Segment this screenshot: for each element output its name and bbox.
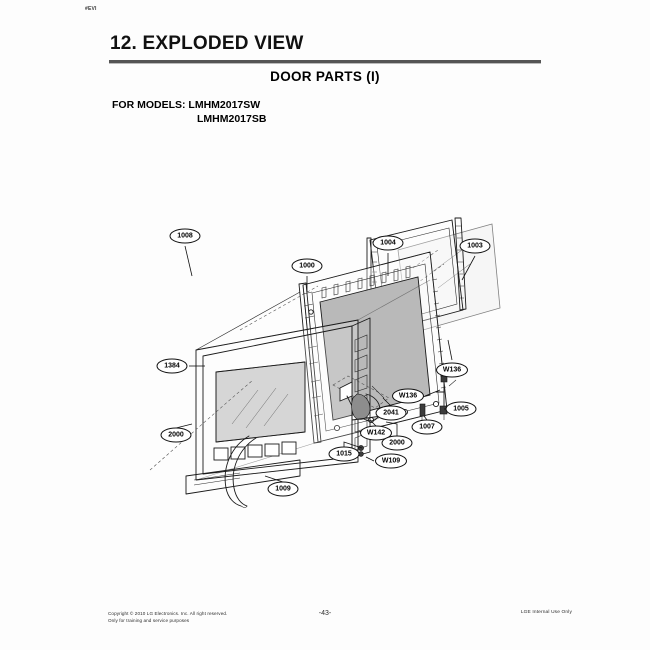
title-underline: [109, 60, 541, 64]
callout-1003[interactable]: 1003: [459, 238, 491, 254]
internal-use-notice: LGE Internal Use Only: [520, 610, 572, 615]
copyright-notice: Copyright © 2010 LG Electronics. Inc. Al…: [108, 610, 227, 624]
callout-1015[interactable]: 1015: [328, 446, 360, 462]
callout-1384[interactable]: 1384: [156, 358, 188, 374]
exploded-view-diagram: 1008 1000 1004 1003 1384: [0, 180, 650, 520]
subtitle: DOOR PARTS (I): [270, 69, 380, 84]
callout-bubbles: 1008 1000 1004 1003 1384: [156, 228, 491, 497]
callout-w142[interactable]: W142: [360, 425, 392, 441]
outer-door-panel: [185, 279, 431, 495]
model-list-label: FOR MODELS:: [112, 99, 186, 111]
callout-label: 1004: [380, 240, 396, 247]
corner-mark: #EVI: [85, 6, 97, 12]
callout-label: W109: [382, 458, 400, 465]
callout-1005[interactable]: 1005: [445, 401, 477, 417]
callout-w109[interactable]: W109: [375, 453, 407, 469]
callout-1009[interactable]: 1009: [267, 481, 299, 497]
callout-label: 1000: [299, 263, 315, 270]
callout-label: 1015: [336, 451, 352, 458]
wire-harness-parts: [419, 375, 457, 422]
door-seal-gasket: [224, 435, 257, 508]
model-number-1: LMHM2017SW: [188, 99, 261, 111]
callout-label: W142: [367, 430, 385, 437]
callout-label: 1009: [275, 486, 291, 493]
callout-label: W136: [443, 367, 461, 374]
page-title: 12. EXPLODED VIEW: [110, 33, 304, 54]
callout-2000-lower[interactable]: 2000: [381, 435, 413, 451]
callout-w136-upper[interactable]: W136: [436, 362, 468, 378]
copyright-line-2: Only for training and service purposes: [108, 618, 190, 623]
callout-label: 2000: [168, 432, 184, 439]
page-footer: Copyright © 2010 LG Electronics. Inc. Al…: [0, 610, 650, 640]
model-number-2: LMHM2017SB: [197, 113, 267, 125]
callout-1008[interactable]: 1008: [169, 228, 201, 244]
callout-label: 1384: [164, 363, 180, 370]
callout-label: 1005: [453, 406, 469, 413]
callout-2000-left[interactable]: 2000: [160, 427, 192, 443]
callout-label: 1003: [467, 243, 483, 250]
callout-label: 1008: [177, 233, 193, 240]
callout-label: 2041: [383, 410, 399, 417]
callout-label: 1007: [419, 424, 435, 431]
copyright-line-1: Copyright © 2010 LG Electronics. Inc. Al…: [108, 611, 228, 616]
latch-hook-assembly: [332, 375, 390, 422]
model-list: FOR MODELS: LMHM2017SW LMHM2017SB: [112, 98, 266, 126]
callout-1007[interactable]: 1007: [411, 419, 443, 435]
callout-label: W136: [399, 393, 417, 400]
callout-w136-lower[interactable]: W136: [392, 388, 424, 404]
callout-1004[interactable]: 1004: [372, 235, 404, 251]
callout-2041[interactable]: 2041: [375, 405, 407, 421]
callout-1000-top[interactable]: 1000: [291, 258, 323, 274]
callout-label: 2000: [389, 440, 405, 447]
page-number: -43-: [318, 610, 332, 617]
